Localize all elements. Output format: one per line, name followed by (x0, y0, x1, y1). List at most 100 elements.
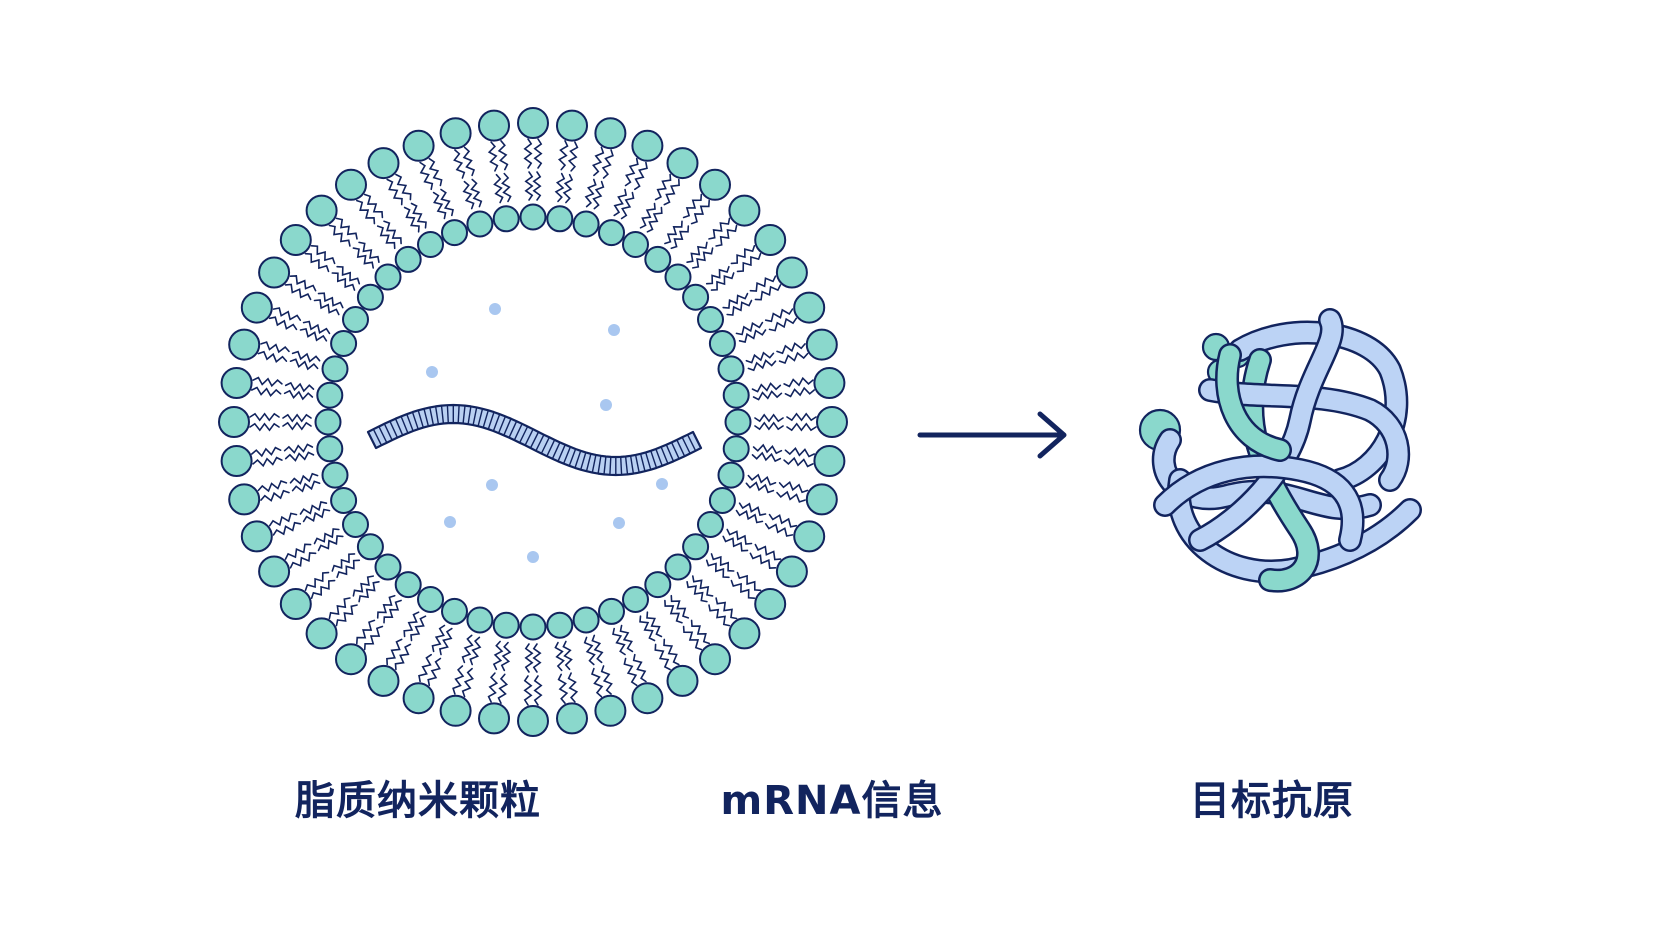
lipid-tail (752, 390, 783, 401)
mrna-base (462, 405, 466, 424)
lipid-head-outer (775, 555, 808, 588)
lipid-tail (784, 386, 815, 398)
lipid-tail (310, 245, 336, 265)
lipid-head-inner (644, 571, 672, 599)
lipid-tail (736, 252, 762, 273)
payload-dot (608, 324, 620, 336)
lipid-tail (487, 141, 499, 172)
lipid-tail (268, 512, 298, 527)
lipid-tail (654, 173, 672, 201)
lipid-head-inner (722, 435, 750, 463)
lipid-tail (336, 559, 361, 579)
lipid-tail (252, 376, 283, 388)
lipid-tail (735, 321, 764, 336)
lipid-head-outer (305, 194, 338, 227)
mrna-base (446, 405, 449, 424)
lipid-head-outer (258, 256, 291, 289)
lipid-tail (532, 171, 542, 201)
lipid-tail (747, 359, 777, 372)
lipid-tail (284, 543, 312, 560)
lipid-tail (533, 138, 543, 169)
lipid-tail (282, 421, 312, 431)
lipid-tail (284, 283, 312, 301)
lipid-head-outer (594, 694, 627, 727)
lipid-tail (784, 446, 815, 458)
lipid-head-outer (805, 328, 838, 361)
lipid-head-inner (546, 611, 574, 639)
mrna-base (551, 442, 561, 460)
lipid-tail (497, 140, 509, 171)
lipid-tail (562, 173, 574, 204)
lipid-head-inner (697, 306, 724, 333)
lipid-tail (664, 599, 683, 624)
lipid-tail (682, 193, 703, 219)
lipid-tail (584, 178, 597, 208)
lipid-tail (302, 508, 331, 523)
lipid-head-inner (717, 461, 745, 489)
lipid-tail (438, 627, 453, 656)
lipid-head-inner (330, 330, 358, 357)
lipid-tail (623, 657, 638, 687)
lipid-head-inner (314, 408, 342, 436)
lipid-head-outer (666, 147, 699, 180)
lipid-head-inner (697, 511, 724, 538)
lipid-head-outer (793, 291, 826, 324)
lipid-tail (708, 604, 731, 627)
lipid-head-inner (374, 263, 402, 291)
mrna-base (417, 410, 424, 428)
lipid-tail (583, 636, 596, 666)
lipid-tail (646, 206, 663, 233)
lipid-tail (730, 579, 756, 599)
lipid-head-inner (622, 231, 649, 258)
lipid-tail (431, 624, 446, 653)
lipid-tail (249, 422, 280, 432)
lipid-head-inner (356, 283, 384, 311)
mrna-base (660, 446, 669, 464)
lipid-head-inner (492, 205, 520, 233)
lipid-head-outer (813, 367, 846, 399)
mrna-base (492, 413, 501, 432)
lipid-head-outer (218, 406, 250, 438)
mrna-base (487, 411, 495, 430)
lipid-tail (670, 225, 690, 250)
lipid-tail (592, 146, 605, 177)
lipid-head-outer (793, 520, 826, 553)
mrna-base (557, 444, 566, 462)
lipid-tail (403, 611, 420, 638)
lipid-head-inner (682, 533, 710, 561)
lipid-tail (710, 272, 735, 291)
lipid-tail (440, 188, 454, 217)
lipid-tail (410, 615, 427, 642)
mrna-base (650, 450, 658, 469)
lipid-tail (453, 149, 466, 179)
lipid-head-outer (335, 168, 367, 201)
mrna-base (477, 408, 484, 427)
lipid-tail (619, 624, 634, 653)
lipid-head-inner (519, 203, 547, 231)
lipid-tail (600, 665, 613, 695)
lipid-head-outer (439, 117, 472, 150)
mrna-base (568, 448, 577, 467)
lipid-tail (768, 317, 798, 332)
lipid-tail (469, 636, 482, 666)
lipid-head-outer (367, 147, 400, 180)
lipid-head-outer (699, 643, 731, 676)
lipid-tail (754, 284, 782, 301)
lipid-tail (356, 619, 376, 645)
lipid-nanoparticle (218, 107, 848, 737)
lipid-head-inner (394, 245, 422, 273)
lipid-tail (686, 241, 708, 263)
lipid-head-outer (279, 224, 312, 256)
lipid-tail (289, 472, 319, 485)
lipid-head-outer (699, 168, 731, 201)
lipid-tail (768, 513, 798, 528)
protein-ribbon (1190, 310, 1342, 550)
lipid-tail (567, 141, 579, 172)
lipid-tail (299, 501, 328, 515)
lipid-head-outer (594, 117, 627, 150)
lipid-head-outer (402, 682, 435, 715)
lipid-tail (317, 535, 344, 552)
lipid-tail (557, 140, 569, 171)
lipid-tail (282, 413, 312, 423)
lipid-tail (352, 575, 374, 597)
